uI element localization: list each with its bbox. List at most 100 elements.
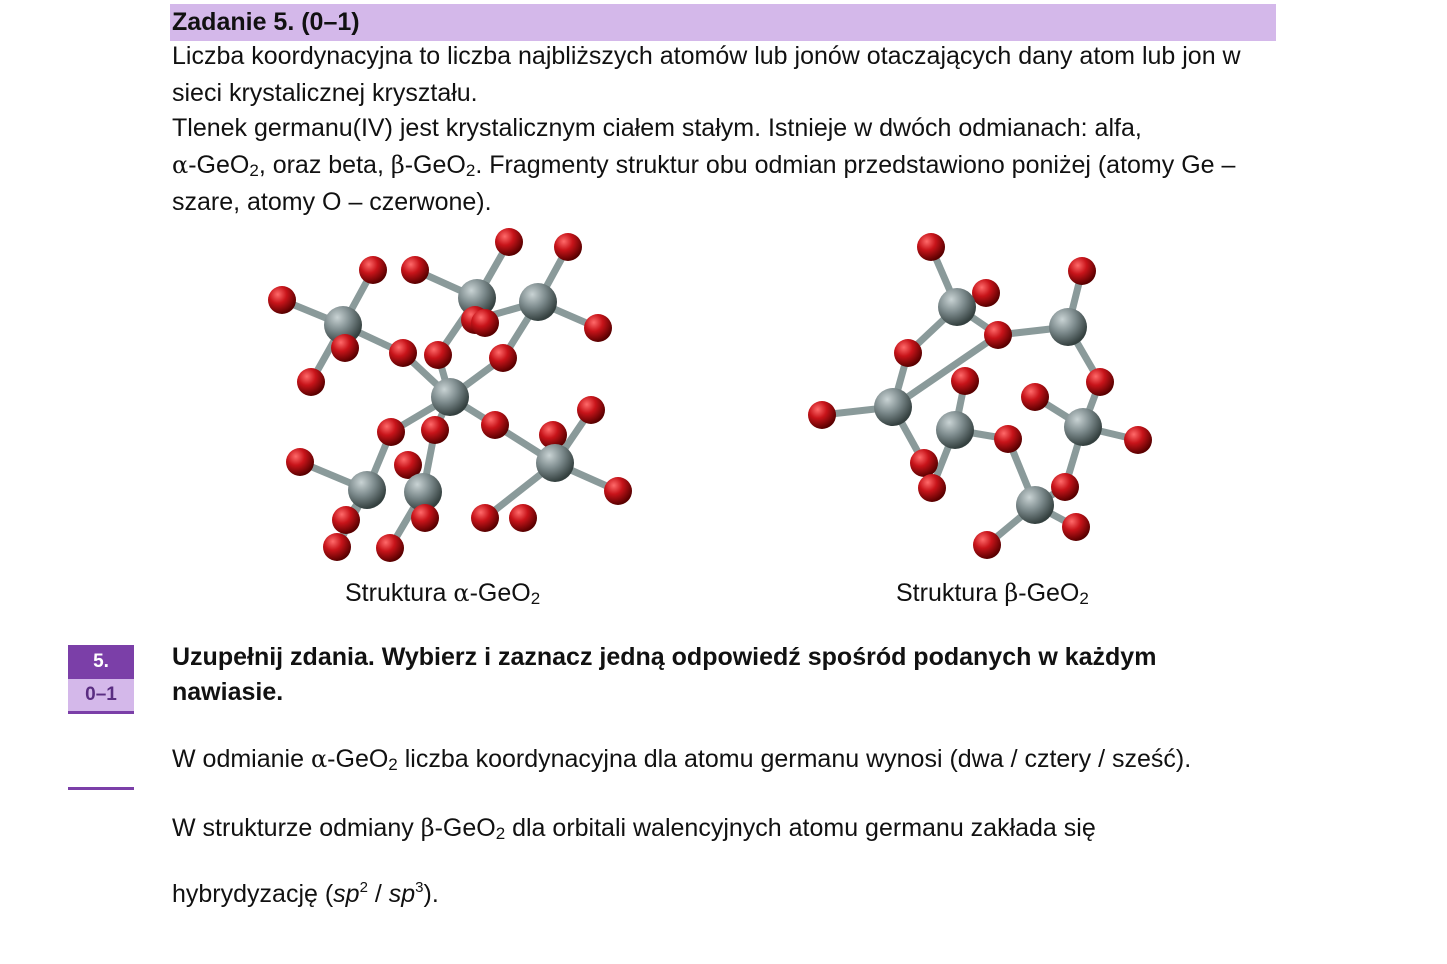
oxygen-atom — [394, 451, 422, 479]
oxygen-atom — [577, 396, 605, 424]
germanium-atom — [348, 471, 386, 509]
oxygen-atom — [1051, 473, 1079, 501]
points-badge: 0–1 — [68, 679, 134, 714]
oxygen-atom — [401, 256, 429, 284]
sentence-text: / — [367, 880, 389, 908]
sentence-1: W odmianie α-GeO2 liczba koordynacyjna d… — [172, 741, 1191, 777]
oxygen-atom — [323, 533, 351, 561]
alpha-symbol: α — [453, 579, 470, 607]
oxygen-atom — [411, 504, 439, 532]
sentence-text: dla orbitali walencyjnych atomu germanu … — [505, 814, 1096, 842]
formula-text: -GeO — [434, 814, 496, 842]
oxygen-atom — [489, 344, 517, 372]
oxygen-atom — [1124, 426, 1152, 454]
oxygen-atom — [359, 256, 387, 284]
oxygen-atom — [972, 279, 1000, 307]
superscript: 3 — [415, 879, 424, 896]
subscript: 2 — [1079, 589, 1089, 608]
alpha-symbol: α — [310, 745, 328, 773]
sentence-text: liczba koordynacyjna dla atomu germanu w… — [397, 745, 1192, 773]
oxygen-atom — [951, 367, 979, 395]
formula-text: -GeO — [327, 745, 389, 773]
oxygen-atom — [910, 449, 938, 477]
oxygen-atom — [554, 233, 582, 261]
germanium-atom — [936, 411, 974, 449]
oxygen-atom — [994, 425, 1022, 453]
hybridization-option: sp — [388, 880, 416, 908]
formula-text: -GeO — [188, 151, 250, 179]
subscript: 2 — [530, 589, 541, 608]
oxygen-atom — [471, 504, 499, 532]
oxygen-atom — [421, 416, 449, 444]
subscript: 2 — [388, 755, 398, 774]
intro-text: . Fragmenty struktur obu odmian przedsta… — [172, 151, 1236, 216]
task-instruction: Uzupełnij zdania. Wybierz i zaznacz jedn… — [172, 643, 1157, 706]
beta-symbol: β — [390, 151, 405, 179]
caption-text: Struktura — [345, 579, 454, 607]
germanium-atom — [431, 378, 469, 416]
oxygen-atom — [376, 534, 404, 562]
task-number-badge: 5. — [68, 645, 134, 679]
germanium-atom — [536, 444, 574, 482]
oxygen-atom — [973, 531, 1001, 559]
sentence-2: W strukturze odmiany β-GeO2 dla orbitali… — [172, 810, 1096, 846]
germanium-atom — [1064, 408, 1102, 446]
germanium-atom — [1049, 308, 1087, 346]
oxygen-atom — [377, 418, 405, 446]
oxygen-atom — [471, 309, 499, 337]
germanium-atom — [1016, 486, 1054, 524]
beta-structure-caption: Struktura β-GeO2 — [896, 578, 1089, 608]
oxygen-atom — [481, 411, 509, 439]
sentence-text: hybrydyzację ( — [172, 880, 334, 908]
germanium-atom — [874, 388, 912, 426]
oxygen-atom — [584, 314, 612, 342]
germanium-atom — [938, 288, 976, 326]
oxygen-atom — [1086, 368, 1114, 396]
sentence-3: hybrydyzację (sp2 / sp3). — [172, 876, 439, 912]
oxygen-atom — [918, 474, 946, 502]
intro-text: , oraz beta, — [258, 151, 384, 179]
oxygen-atom — [297, 368, 325, 396]
score-underline — [68, 787, 134, 790]
caption-text: -GeO — [469, 579, 531, 607]
superscript: 2 — [359, 879, 368, 896]
oxygen-atom — [331, 334, 359, 362]
subscript: 2 — [465, 161, 476, 180]
bond — [891, 332, 1000, 410]
sentence-text: W odmianie — [172, 745, 311, 773]
formula-text: -GeO — [404, 151, 466, 179]
oxygen-atom — [604, 477, 632, 505]
germanium-atom — [324, 306, 362, 344]
intro-text: Tlenek germanu(IV) jest krystalicznym ci… — [172, 114, 1142, 142]
oxygen-atom — [539, 421, 567, 449]
oxygen-atom — [286, 448, 314, 476]
oxygen-atom — [1068, 257, 1096, 285]
sentence-text: ). — [423, 880, 439, 908]
caption-text: -GeO — [1018, 579, 1080, 607]
intro-definition: Liczba koordynacyjna to liczba najbliższ… — [172, 42, 1241, 107]
beta-symbol: β — [1004, 579, 1019, 607]
germanium-atom — [519, 283, 557, 321]
oxygen-atom — [495, 228, 523, 256]
beta-geo2-structure-image — [808, 233, 1152, 559]
subscript: 2 — [249, 161, 259, 180]
caption-text: Struktura — [896, 579, 1005, 607]
oxygen-atom — [808, 401, 836, 429]
score-box: 5. 0–1 — [68, 645, 134, 714]
oxygen-atom — [332, 506, 360, 534]
oxygen-atom — [268, 286, 296, 314]
oxygen-atom — [424, 341, 452, 369]
beta-symbol: β — [420, 814, 435, 842]
sentence-text: W strukturze odmiany — [172, 814, 421, 842]
oxygen-atom — [984, 321, 1012, 349]
germanium-atom — [458, 279, 496, 317]
germanium-atom — [404, 473, 442, 511]
task-header: Zadanie 5. (0–1) — [170, 4, 1276, 41]
oxygen-atom — [1062, 513, 1090, 541]
oxygen-atom — [1021, 383, 1049, 411]
oxygen-atom — [389, 339, 417, 367]
alpha-geo2-structure-image — [268, 228, 632, 562]
hybridization-option: sp — [333, 880, 360, 908]
intro-description: Tlenek germanu(IV) jest krystalicznym ci… — [172, 110, 1272, 221]
alpha-symbol: α — [172, 151, 189, 179]
